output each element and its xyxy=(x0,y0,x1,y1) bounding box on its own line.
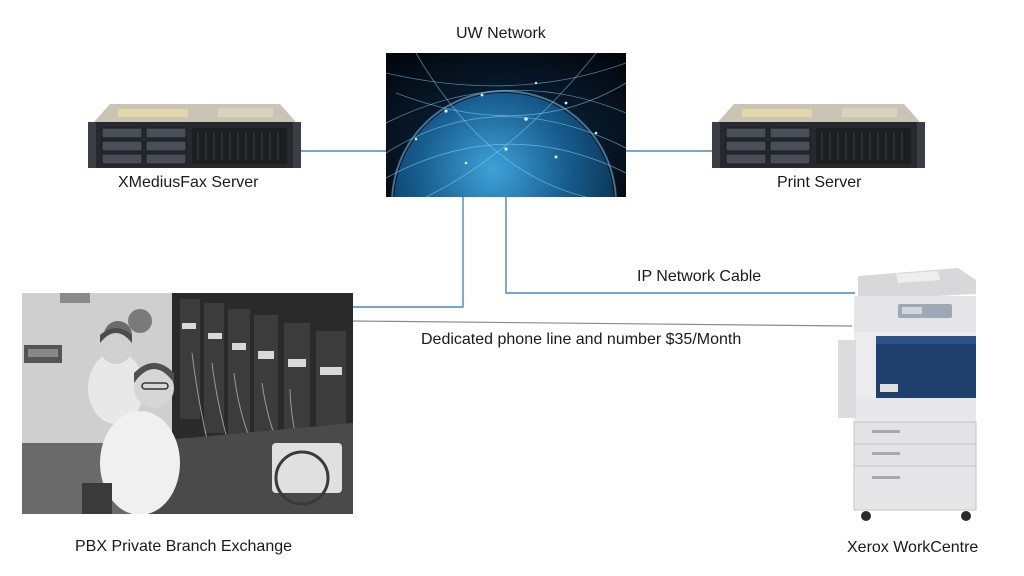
network-label: UW Network xyxy=(456,25,546,42)
globe-network-icon xyxy=(386,53,626,197)
phone-line xyxy=(352,320,853,327)
multifunction-printer-icon xyxy=(838,268,977,521)
pbx-label: PBX Private Branch Exchange xyxy=(75,538,293,555)
fax-server-label: XMediusFax Server xyxy=(118,174,259,191)
phone-line-label: Dedicated phone line and number $35/Mont… xyxy=(421,331,742,348)
rack-server-icon xyxy=(88,104,301,168)
network-to-printer-line xyxy=(505,197,855,294)
print-server-label: Print Server xyxy=(777,174,862,191)
printer-label: Xerox WorkCentre xyxy=(847,539,979,556)
network-to-pbx-line xyxy=(353,197,464,308)
ip-cable-label: IP Network Cable xyxy=(637,268,762,285)
rack-server-icon xyxy=(712,104,925,168)
switchboard-operators-photo xyxy=(22,293,353,514)
